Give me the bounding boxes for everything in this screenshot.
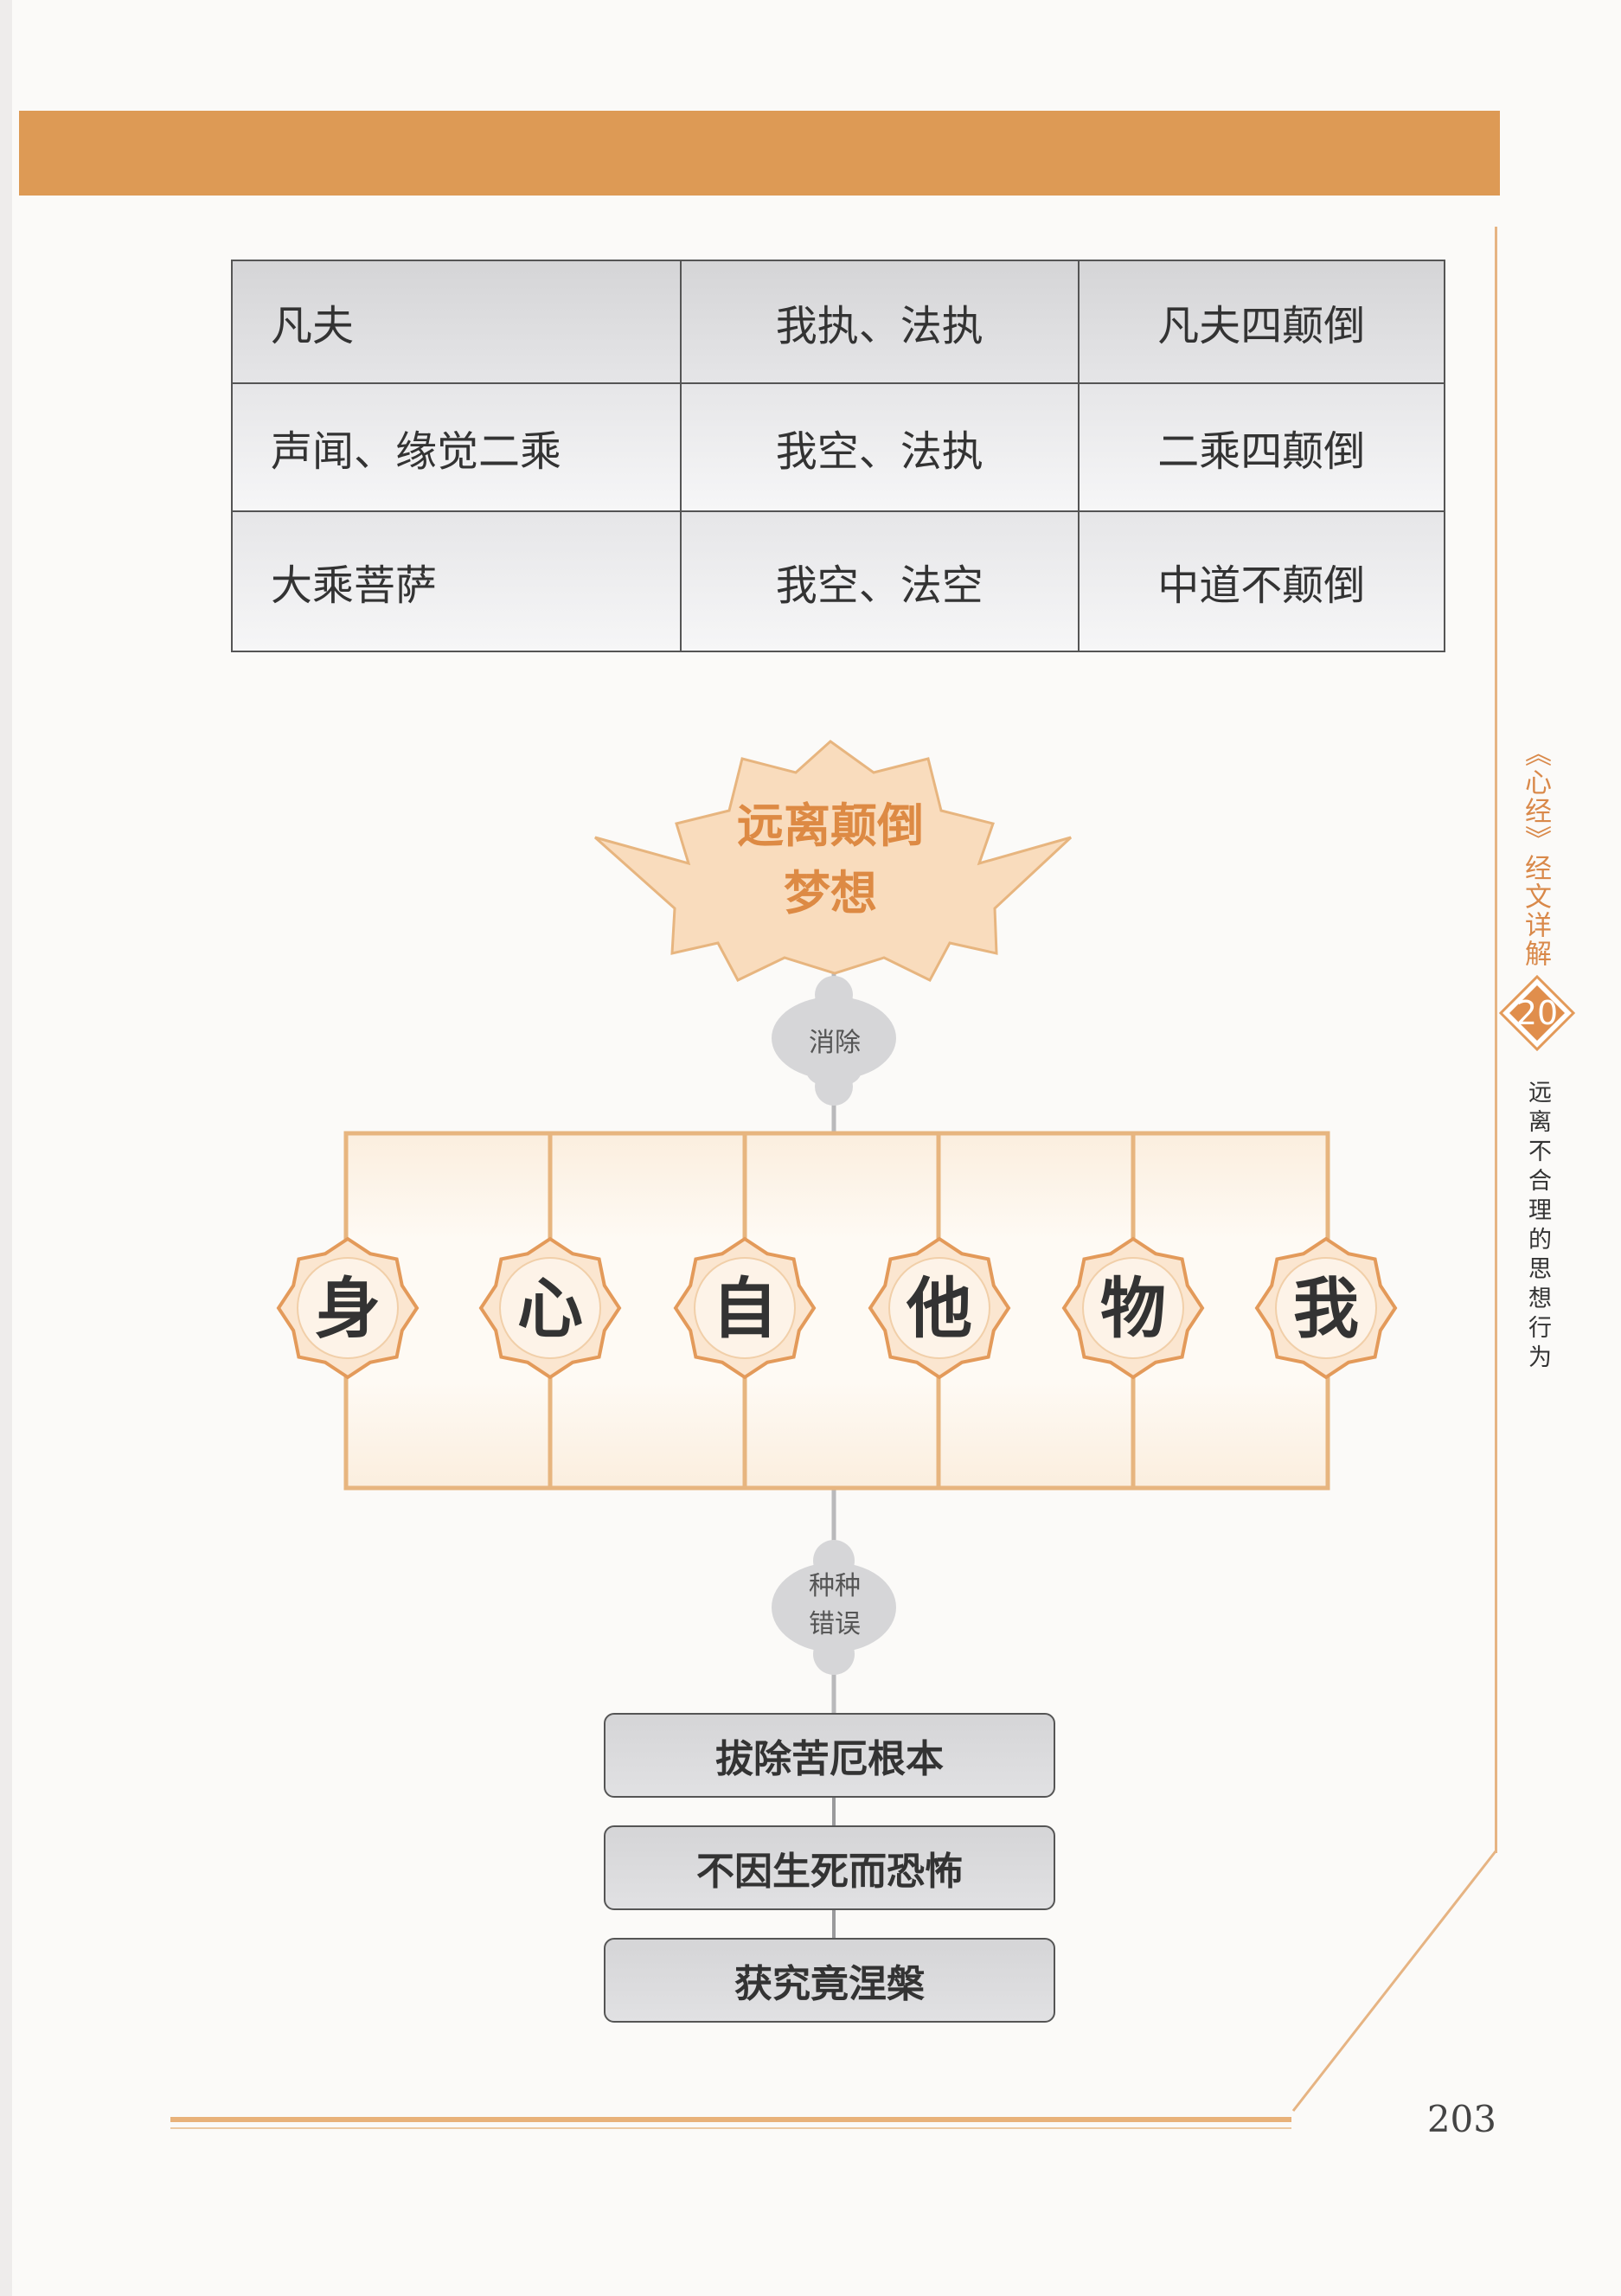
octagon-badge-inner <box>297 1257 399 1359</box>
diagram-title-line: 远离颠倒 <box>737 798 924 853</box>
side-rule <box>1495 227 1497 1853</box>
diagram-title: 远离颠倒 梦想 <box>675 792 986 927</box>
item-char: 我 <box>1293 1270 1359 1347</box>
table-cell-attachment: 我执、法执 <box>680 260 1080 384</box>
table-cell-who: 凡夫 <box>231 260 682 384</box>
octagon-badge-inner <box>1275 1257 1377 1359</box>
table-row: 凡夫 我执、法执 凡夫四颠倒 <box>231 260 1446 384</box>
starburst-shape <box>594 740 1073 982</box>
page-number: 203 <box>1426 2098 1496 2140</box>
diagram-title-line: 梦想 <box>784 865 877 920</box>
item-char: 自 <box>712 1270 778 1347</box>
octagon-badge-inner <box>499 1257 601 1359</box>
item-char: 物 <box>1100 1270 1166 1347</box>
header-band <box>19 111 1500 196</box>
connector-label-bottom: 种种 错误 <box>783 1568 887 1644</box>
table-cell-who: 大乘菩萨 <box>231 510 682 652</box>
chapter-title: 《心经》经文详解 <box>1520 740 1551 968</box>
item-char: 身 <box>315 1270 381 1347</box>
table-cell-inversion: 二乘四颠倒 <box>1077 382 1446 512</box>
chapter-number: 20 <box>1515 994 1559 1032</box>
item-badges <box>276 1236 1398 1380</box>
cloud-connector-top <box>772 976 896 1106</box>
table-cell-who: 声闻、缘觉二乘 <box>231 382 682 512</box>
table-cell-attachment: 我空、法执 <box>680 382 1080 512</box>
table-cell-attachment: 我空、法空 <box>680 510 1080 652</box>
octagon-badge-inner <box>694 1257 796 1359</box>
result-box: 获究竟涅槃 <box>604 1938 1055 2023</box>
table-cell-inversion: 中道不颠倒 <box>1077 510 1446 652</box>
comparison-table: 凡夫 我执、法执 凡夫四颠倒 声闻、缘觉二乘 我空、法执 二乘四颠倒 大乘菩萨 … <box>231 260 1446 652</box>
result-box: 不因生死而恐怖 <box>604 1825 1055 1910</box>
connector-label-line: 错误 <box>809 1609 861 1639</box>
octagon-badge-inner <box>888 1257 990 1359</box>
page-edge <box>0 0 12 2296</box>
item-char: 他 <box>907 1270 972 1347</box>
result-box: 拔除苦厄根本 <box>604 1713 1055 1798</box>
cloud-connector-bottom <box>772 1540 896 1675</box>
footer-rule <box>170 2117 1291 2122</box>
table-row: 声闻、缘觉二乘 我空、法执 二乘四颠倒 <box>231 382 1446 512</box>
chapter-diamond-icon <box>1499 975 1575 1051</box>
table-row: 大乘菩萨 我空、法空 中道不颠倒 <box>231 510 1446 652</box>
chapter-topic: 远离不合理的思想行为 <box>1524 1080 1551 1374</box>
table-cell-inversion: 凡夫四颠倒 <box>1077 260 1446 384</box>
octagon-badge-inner <box>1082 1257 1184 1359</box>
connector-label-top: 消除 <box>809 1028 861 1058</box>
connector-label-line: 种种 <box>809 1571 861 1601</box>
footer-rule <box>170 2127 1291 2129</box>
item-char: 心 <box>517 1270 583 1347</box>
